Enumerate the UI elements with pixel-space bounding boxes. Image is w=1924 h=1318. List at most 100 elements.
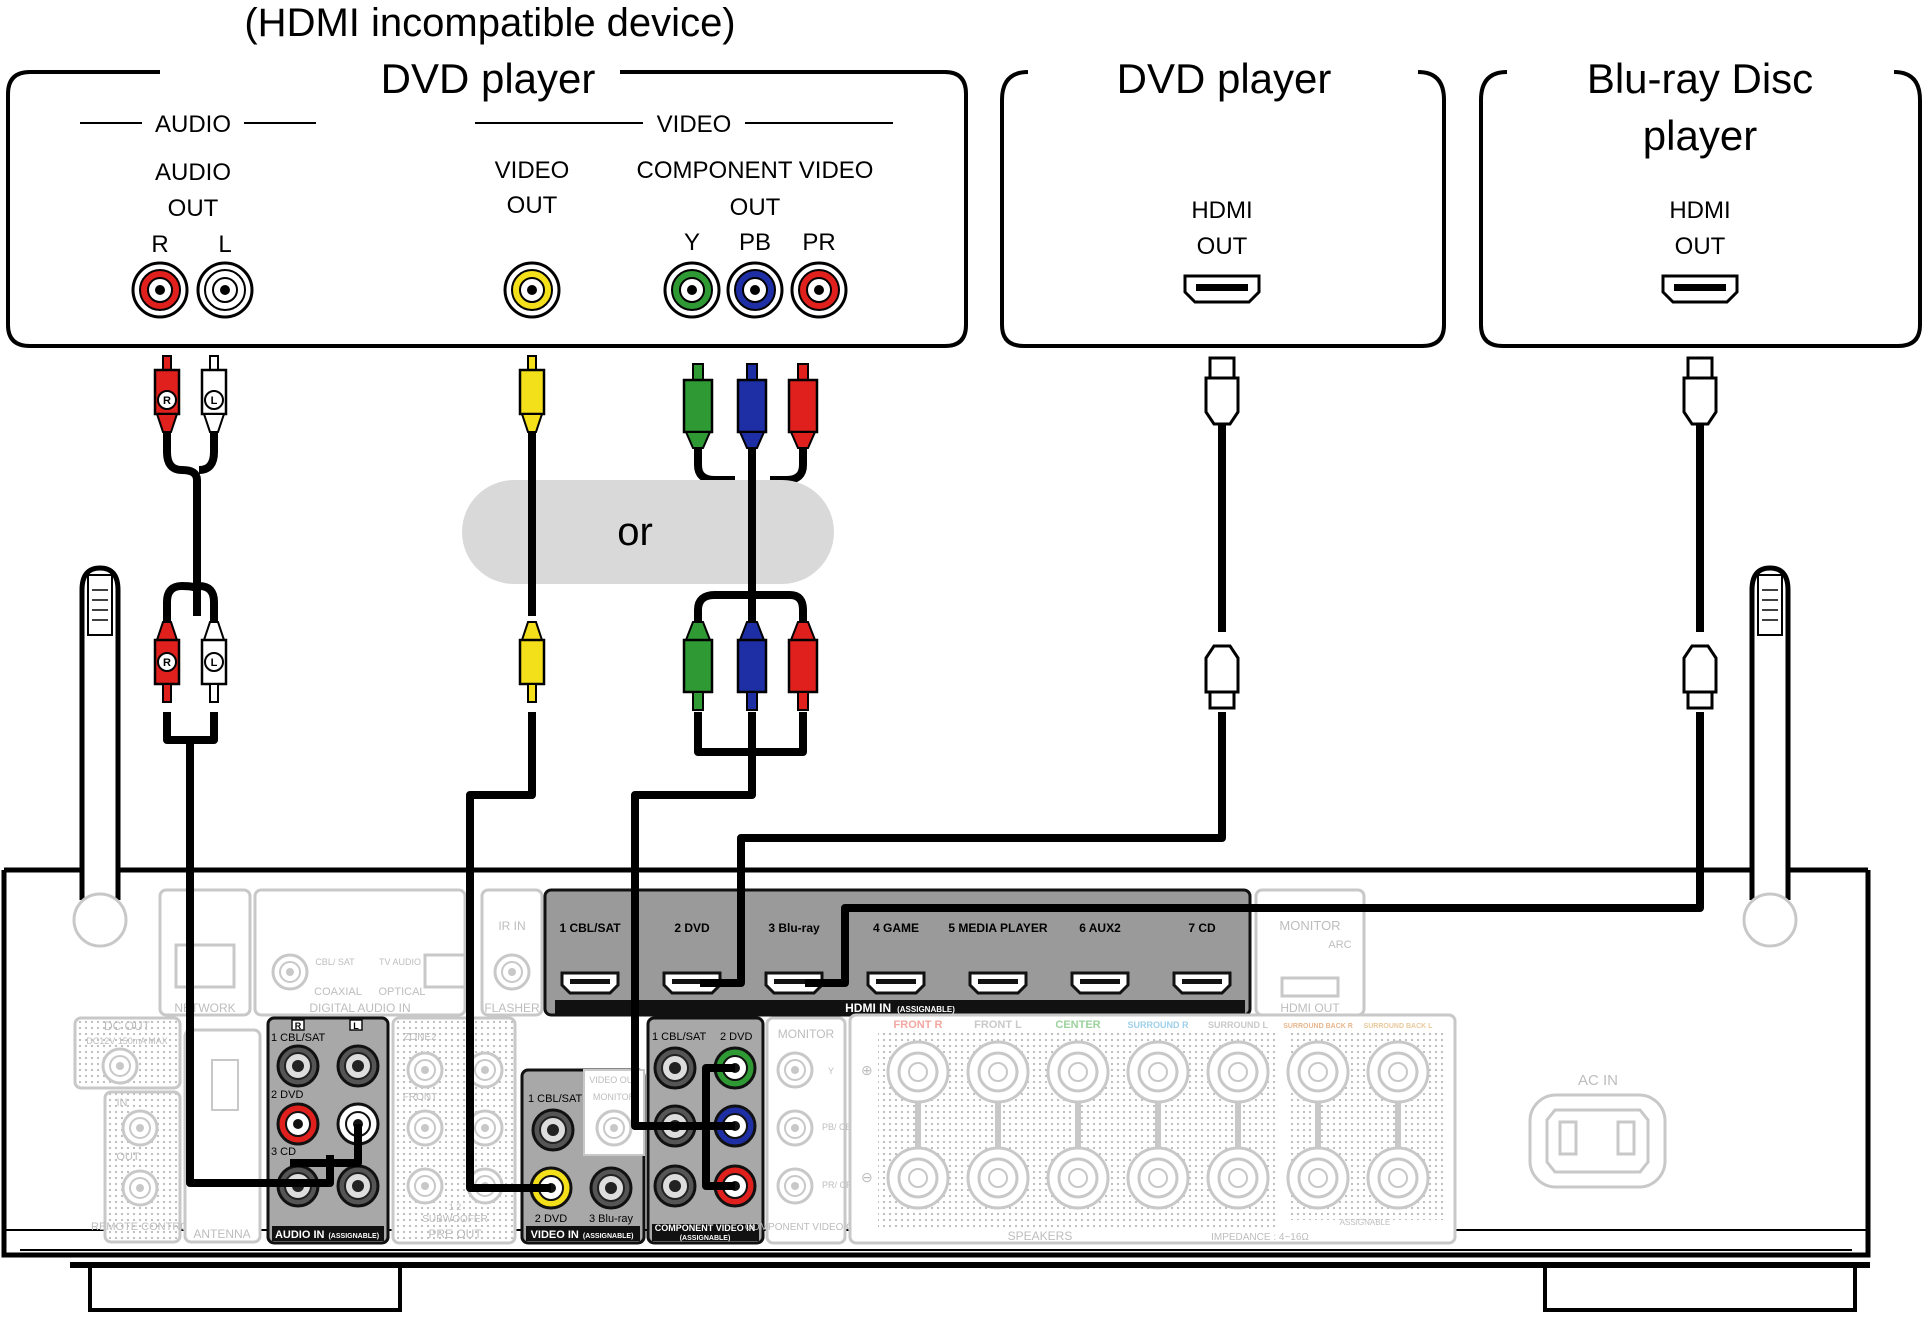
component-out-line2: OUT [730, 194, 781, 221]
hdmi-in-port[interactable]: 4 GAME [866, 921, 926, 995]
in-label: IN [117, 1097, 128, 1109]
audio-l-jack[interactable] [196, 261, 254, 319]
dc-out-label: DC OUT [104, 1019, 151, 1033]
audio-in-dvd-label: 2 DVD [271, 1089, 303, 1101]
audio-plug-r-top-label: R [163, 395, 171, 407]
hdmi-in-port[interactable]: 6 AUX2 [1070, 921, 1130, 995]
hdmi-out-label: HDMI OUT [1280, 1001, 1340, 1015]
hdmi-in-port-label: 7 CD [1188, 921, 1216, 935]
speaker-binding-post [1206, 1040, 1270, 1104]
speaker-binding-post [966, 1146, 1030, 1210]
component-monitor-label: MONITOR [778, 1027, 835, 1041]
hdmi-dvd-out-line1: HDMI [1191, 197, 1252, 224]
audio-out-line1: AUDIO [155, 159, 231, 186]
hdmi-in-port[interactable]: 1 CBL/SAT [559, 921, 621, 995]
video-plug-top [518, 355, 546, 433]
speaker-binding-post [1366, 1040, 1430, 1104]
audio-in-cbl-l-jack[interactable] [336, 1044, 380, 1088]
hdmi-in-port[interactable]: 7 CD [1172, 921, 1232, 995]
component-in-cbl-pr-jack[interactable] [653, 1164, 697, 1208]
audio-in-r-mark: R [295, 1021, 302, 1031]
digital-audio-in-label: DIGITAL AUDIO IN [309, 1001, 410, 1015]
component-pr-jack[interactable] [790, 261, 848, 319]
legacy-dvd-player: (HDMI incompatible device) DVD player AU… [6, 1, 968, 348]
audio-l-label: L [218, 231, 231, 258]
receiver-foot-left [88, 1262, 402, 1312]
hdmi-in-label: HDMI IN(ASSIGNABLE) [845, 1001, 955, 1015]
sp-front-l-label: FRONT L [974, 1019, 1022, 1031]
speaker-binding-post [1046, 1146, 1110, 1210]
video-out-line1: VIDEO [495, 157, 570, 184]
optical-label: OPTICAL [378, 986, 425, 998]
component-in-label: COMPONENT VIDEO IN [655, 1223, 756, 1233]
svg-text:⊖: ⊖ [861, 1169, 873, 1185]
video-in-bluray-jack[interactable] [589, 1166, 633, 1210]
audio-r-jack[interactable] [131, 261, 189, 319]
audio-plug-l-bottom: L [200, 621, 228, 703]
comp-y-label: Y [828, 1066, 834, 1076]
hdmi-in-port[interactable]: 2 DVD [662, 921, 722, 995]
video-in-cbl-label: 1 CBL/SAT [528, 1093, 582, 1105]
bluray-hdmi-out-port[interactable] [1661, 274, 1739, 304]
network-label: NETWORK [174, 1001, 235, 1015]
ac-inlet: AC IN [1528, 1072, 1667, 1189]
component-in-dvd-pr-jack[interactable] [713, 1164, 757, 1208]
video-plug-bottom [518, 621, 546, 703]
component-pb-jack[interactable] [726, 261, 784, 319]
audio-in-label: AUDIO IN(ASSIGNABLE) [275, 1229, 379, 1241]
audio-in-dvd-r-jack[interactable] [276, 1102, 320, 1146]
remote-control-label: REMOTE CONTROL [91, 1221, 195, 1233]
audio-plug-l-top: L [200, 355, 228, 433]
hdmi-dvd-title: DVD player [1117, 55, 1332, 102]
speakers-label: SPEAKERS [1008, 1229, 1073, 1243]
audio-in-cbl-r-jack[interactable] [276, 1044, 320, 1088]
bluray-title-line2: player [1643, 112, 1757, 159]
component-in-assignable: (ASSIGNABLE) [680, 1235, 731, 1242]
plugs: R L R L [153, 355, 1718, 711]
hdmi-in-port[interactable]: 3 Blu-ray [764, 921, 824, 995]
audio-in-cbl-label: 1 CBL/SAT [271, 1032, 325, 1044]
subwoofer-nums: 1 2 [449, 1202, 462, 1212]
hdmi-in-port-label: 3 Blu-ray [768, 921, 820, 935]
video-out-jack[interactable] [503, 261, 561, 319]
hdmi-in-port[interactable]: 5 MEDIA PLAYER [948, 921, 1048, 995]
antenna-terminals: ANTENNA [183, 1028, 262, 1244]
y-label: Y [684, 229, 700, 256]
component-y-jack[interactable] [663, 261, 721, 319]
receiver-foot-right [1543, 1262, 1857, 1312]
hdmi-bluray-cable [805, 422, 1704, 987]
hdmi-dvd-cable [700, 422, 1226, 987]
ac-in-label: AC IN [1578, 1072, 1618, 1089]
speaker-binding-post [1206, 1146, 1270, 1210]
subwoofer-label: SUBWOOFER [422, 1214, 488, 1225]
hdmi-in-port-label: 4 GAME [873, 921, 919, 935]
network-port: NETWORK [158, 888, 252, 1017]
pre-out-panel: ZONE2 FRONT 1 2 SUBWOOFER PRE OUT [391, 1016, 517, 1245]
audio-in-l-mark: L [353, 1021, 359, 1031]
audio-in-cd-label: 3 CD [271, 1146, 296, 1158]
audio-in-cd-l-jack[interactable] [336, 1164, 380, 1208]
comp-pr-label: PR/ CR [822, 1180, 853, 1190]
video-in-label: VIDEO IN(ASSIGNABLE) [531, 1229, 634, 1241]
video-group-label: VIDEO [657, 111, 732, 138]
component-out-panel: MONITOR Y PB/ CB PR/ CR COMPONENT VIDEO … [745, 1016, 868, 1245]
hdmi-in-port-label: 6 AUX2 [1079, 921, 1121, 935]
component-in-cbl-y-jack[interactable] [653, 1046, 697, 1090]
hdmi-dvd-plugs [1204, 356, 1240, 710]
sp-front-r-label: FRONT R [894, 1019, 943, 1031]
pb-label: PB [739, 229, 771, 256]
sp-back-r-label: SURROUND BACK R [1283, 1023, 1353, 1030]
component-out-label: COMPONENT VIDEO OUT [745, 1222, 868, 1233]
component-plugs-bottom [682, 621, 819, 711]
component-out-line1: COMPONENT VIDEO [637, 157, 874, 184]
hdmi-dvd-out-port[interactable] [1183, 274, 1261, 304]
video-in-cbl-jack[interactable] [531, 1108, 575, 1152]
audio-out-line2: OUT [168, 195, 219, 222]
zone2-label: ZONE2 [403, 1032, 437, 1043]
receiver-rear-panel: NETWORK CBL/ SAT TV AUDIO COAXIAL OPTICA… [1, 565, 1871, 1312]
bluray-player: Blu-ray Disc player HDMI OUT [1479, 55, 1922, 348]
video-out-small-label: VIDEO OUT [589, 1075, 639, 1085]
pre-out-label: PRE OUT [428, 1227, 482, 1241]
audio-r-label: R [151, 231, 168, 258]
